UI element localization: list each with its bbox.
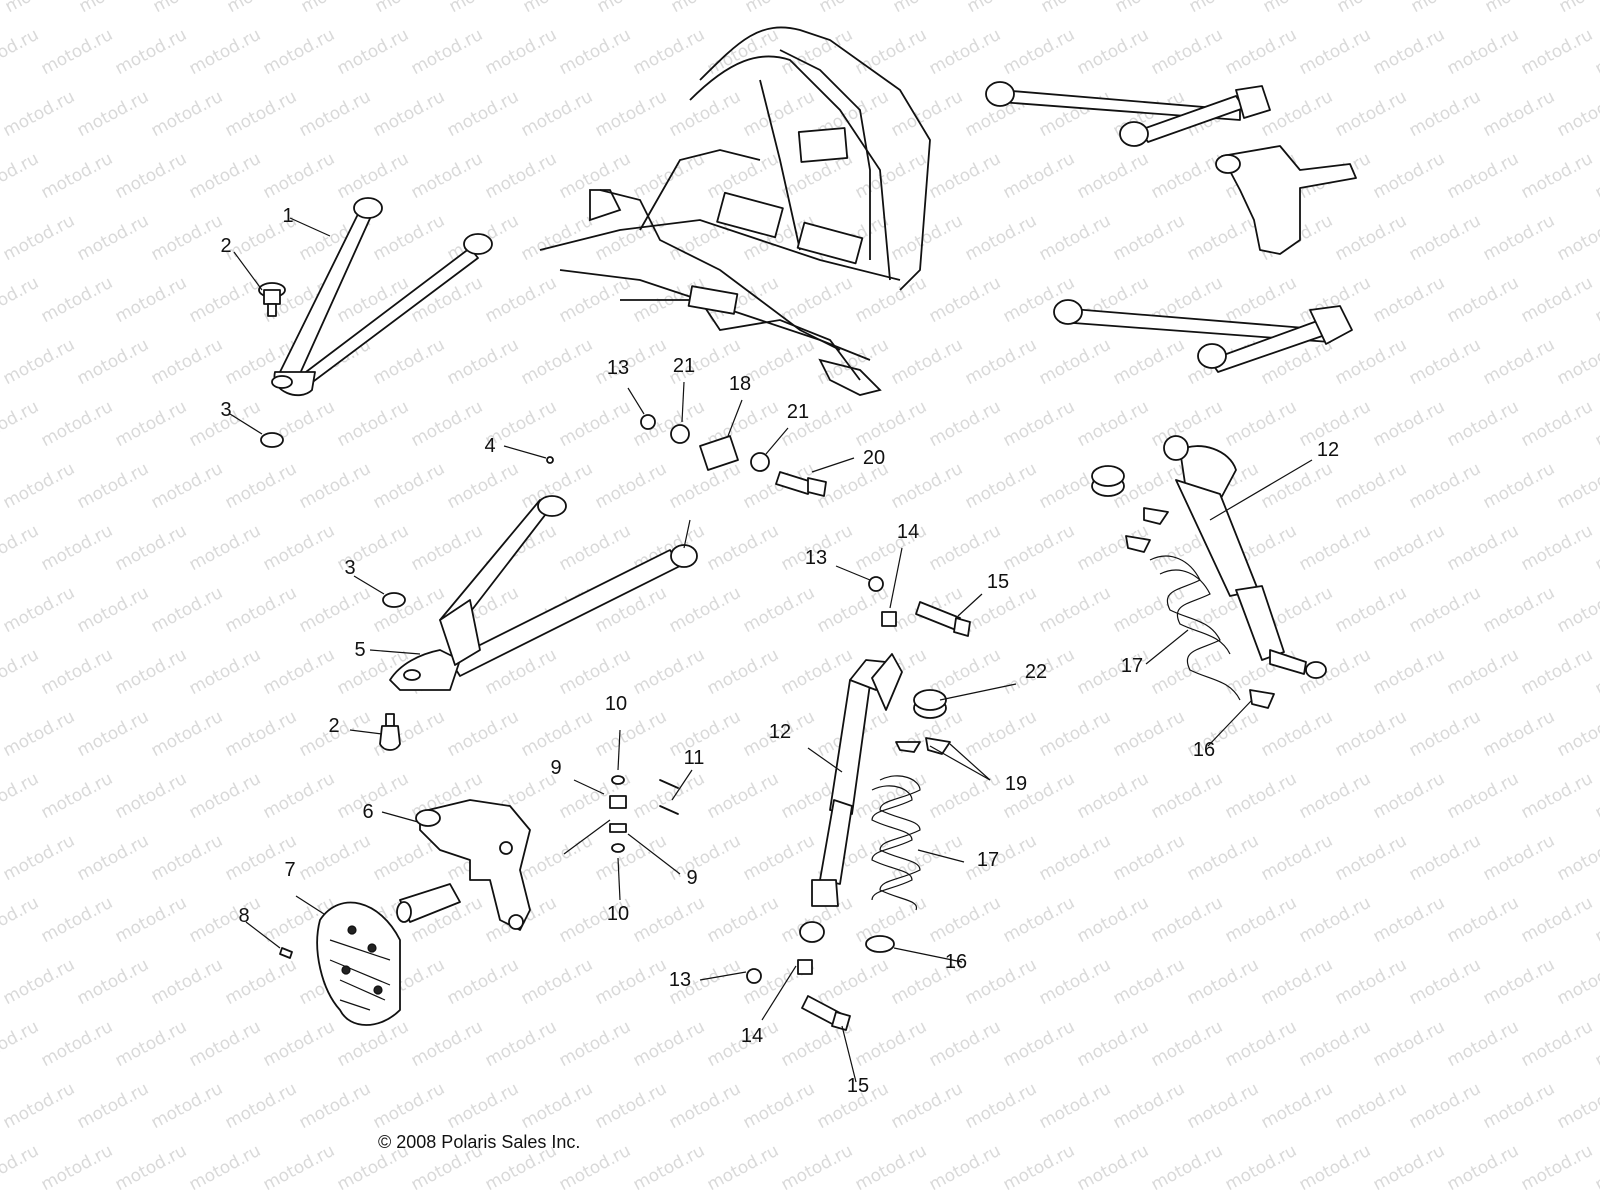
- retaining-ring-lower: [382, 592, 406, 608]
- grease-fitting: [546, 456, 554, 464]
- callout-3-lower: 3: [344, 557, 356, 579]
- leader-lines: [229, 217, 1313, 1083]
- pivot-hardware: [640, 414, 827, 497]
- callout-12-upper: 12: [1316, 439, 1340, 461]
- callout-13-top: 13: [606, 357, 630, 379]
- rear-shock-absorber: [1163, 435, 1327, 679]
- callout-7: 7: [284, 859, 296, 881]
- callout-4: 4: [484, 435, 496, 457]
- callout-15-mid: 15: [986, 571, 1010, 593]
- retaining-ring-upper: [260, 432, 284, 448]
- callout-10-bottom: 10: [606, 903, 630, 925]
- shock-collars: [865, 465, 1275, 953]
- callout-15-bottom: 15: [846, 1075, 870, 1097]
- callout-9-left: 9: [550, 757, 562, 779]
- callout-10-top: 10: [604, 693, 628, 715]
- callout-18: 18: [728, 373, 752, 395]
- ball-joint-lower: [379, 713, 401, 751]
- callout-17-front: 17: [976, 849, 1000, 871]
- brake-shield: [316, 901, 401, 1026]
- lower-a-arm: [389, 495, 698, 691]
- callout-6: 6: [362, 801, 374, 823]
- callout-14-mid: 14: [896, 521, 920, 543]
- callout-13-mid: 13: [804, 547, 828, 569]
- callout-8: 8: [238, 905, 250, 927]
- spring-rear: [1149, 555, 1241, 701]
- callout-12-lower: 12: [768, 721, 792, 743]
- callout-19: 19: [1004, 773, 1028, 795]
- front-shock-absorber: [799, 653, 903, 943]
- callout-17-rear: 17: [1120, 655, 1144, 677]
- callout-14-bottom: 14: [740, 1025, 764, 1047]
- copyright-notice: © 2008 Polaris Sales Inc.: [378, 1132, 581, 1152]
- callout-16-front: 16: [944, 951, 968, 973]
- callout-2-lower: 2: [328, 715, 340, 737]
- ball-joint-upper: [258, 282, 286, 317]
- spindle: [396, 799, 531, 931]
- callout-9-right: 9: [686, 867, 698, 889]
- top-right-assembly: [985, 81, 1357, 373]
- callout-21-top: 21: [672, 355, 696, 377]
- spring-front: [871, 775, 921, 911]
- upper-a-arm: [271, 197, 493, 397]
- callout-5: 5: [354, 639, 366, 661]
- shock-mount-hardware: [746, 576, 971, 1031]
- callout-16-rear: 16: [1192, 739, 1216, 761]
- callout-13-bottom: 13: [668, 969, 692, 991]
- callout-1: 1: [282, 205, 294, 227]
- callout-22: 22: [1024, 661, 1048, 683]
- callout-11: 11: [683, 747, 705, 769]
- screw: [279, 947, 293, 959]
- callout-21-right: 21: [786, 401, 810, 423]
- callout-3-upper: 3: [220, 399, 232, 421]
- callout-2-upper: 2: [220, 235, 232, 257]
- callout-20: 20: [862, 447, 886, 469]
- hardware-stack: [609, 775, 679, 853]
- frame: [539, 26, 931, 396]
